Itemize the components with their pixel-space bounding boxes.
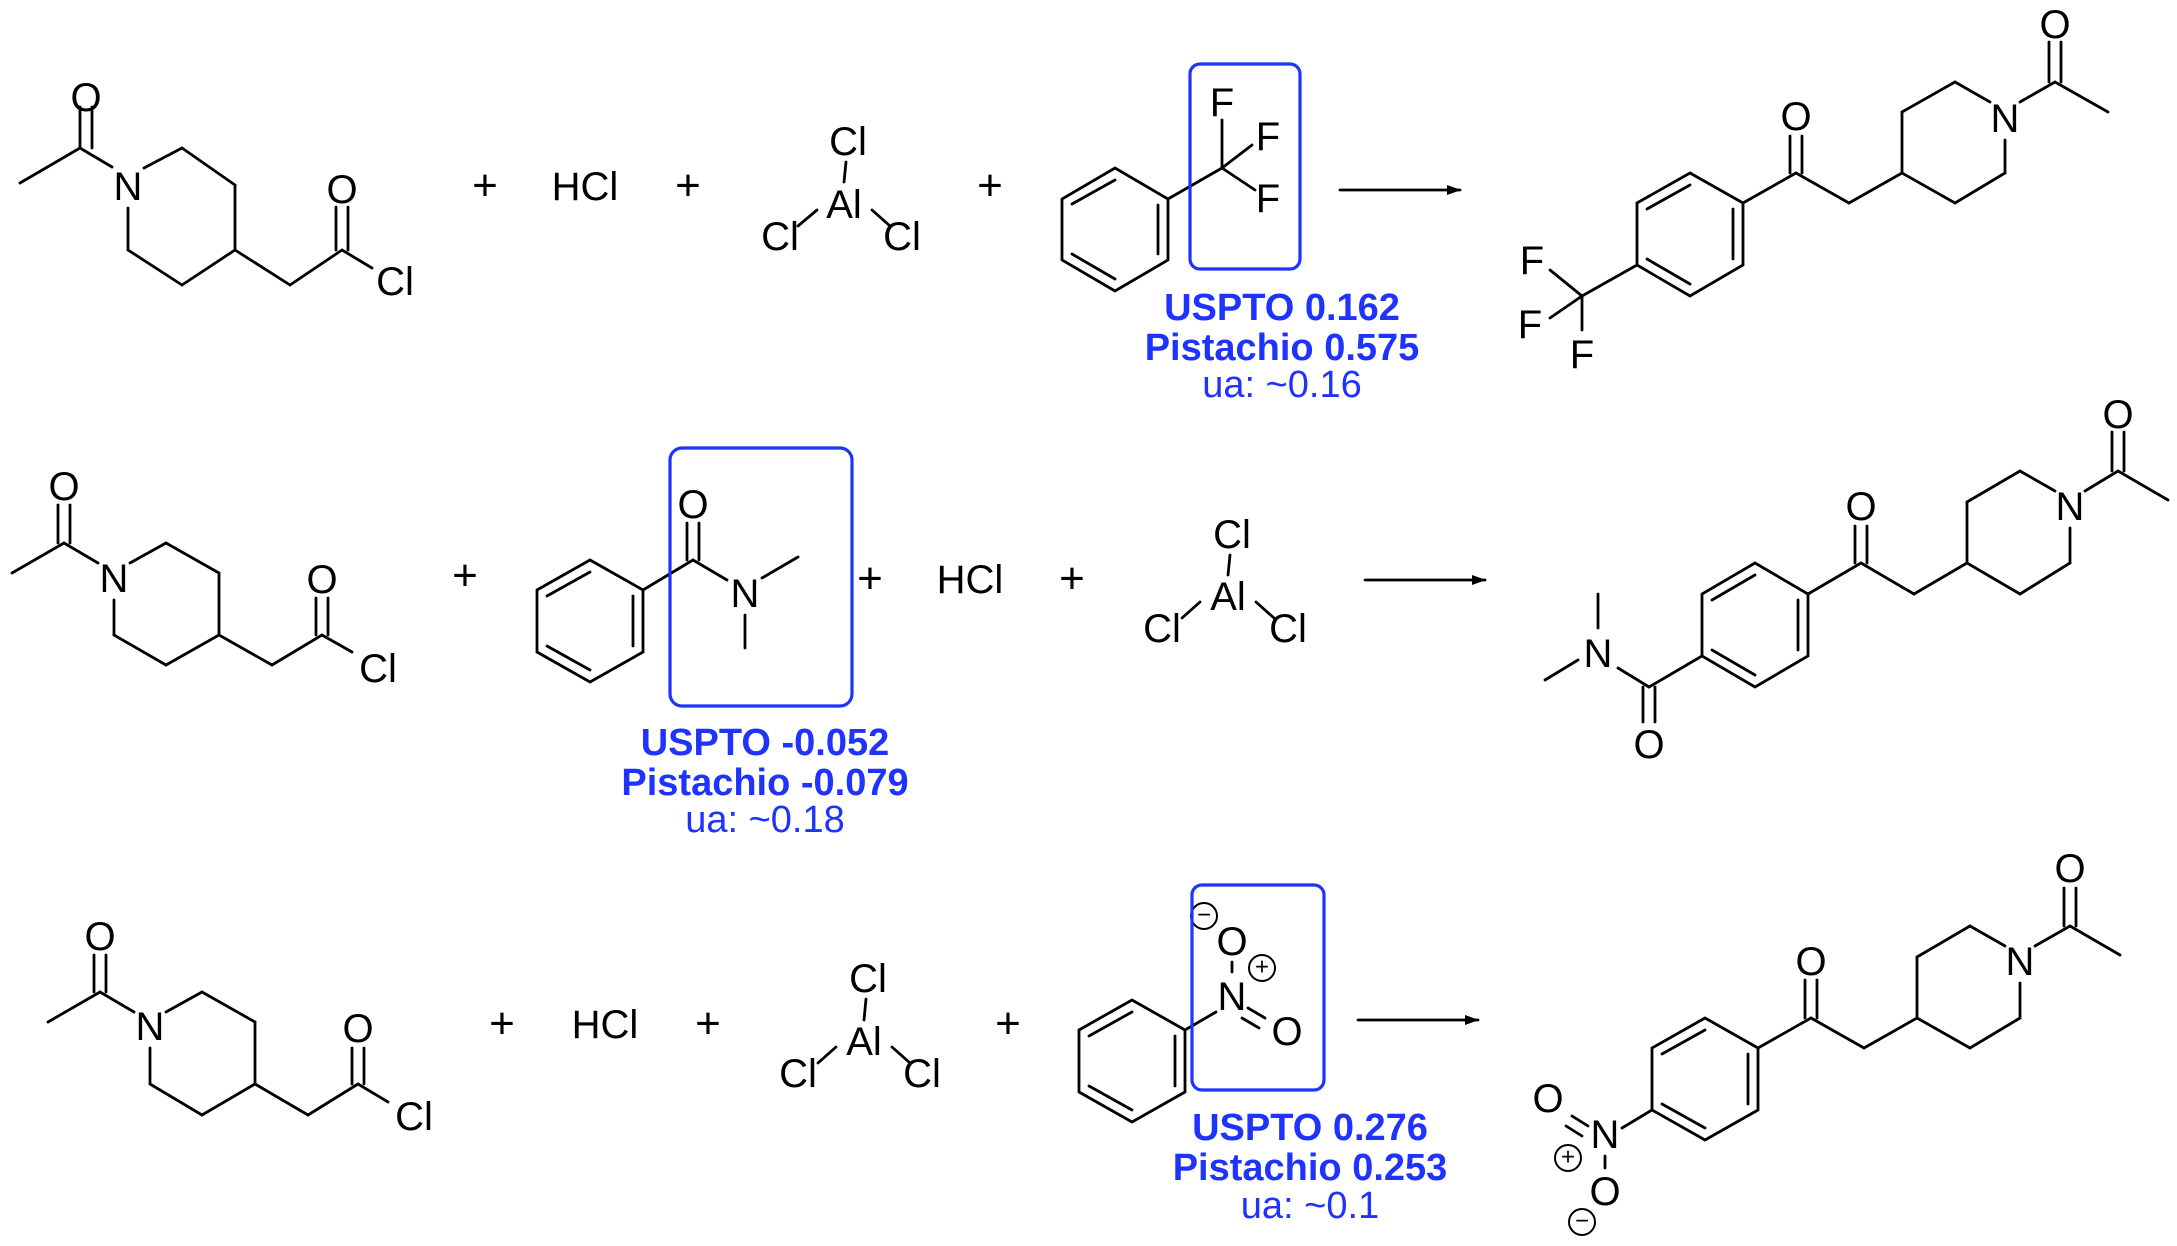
benzotrifluoride: F F F	[1060, 81, 1280, 293]
atom-n: N	[136, 1005, 165, 1049]
plus-sign: +	[1059, 554, 1085, 603]
atom-n: N	[100, 557, 129, 601]
atom-cl: Cl	[395, 1095, 433, 1139]
atom-o: O	[326, 168, 357, 212]
uspto-score: USPTO 0.276	[1192, 1107, 1428, 1149]
aluminum-chloride: Cl Al Cl Cl	[761, 120, 921, 259]
atom-cl: Cl	[903, 1052, 941, 1096]
charge-minus-icon: −	[1190, 902, 1218, 930]
uspto-score: USPTO 0.162	[1164, 287, 1400, 329]
acyl-chloride-reactant: O N O Cl	[18, 76, 414, 304]
atom-cl: Cl	[849, 957, 887, 1001]
charge-plus-icon: +	[1248, 954, 1276, 982]
atom-n: N	[2006, 940, 2035, 984]
plus-sign: +	[489, 999, 515, 1048]
nitrobenzene: N O O − +	[1077, 902, 1303, 1124]
atom-o: O	[1795, 940, 1826, 984]
reaction-row-2: O N O Cl + O	[10, 393, 2170, 841]
hcl: HCl	[937, 558, 1004, 602]
atom-f: F	[1210, 81, 1234, 125]
atom-cl: Cl	[1143, 607, 1181, 651]
plus-sign: +	[995, 999, 1021, 1048]
atom-f: F	[1520, 239, 1544, 283]
atom-o: O	[342, 1007, 373, 1051]
pistachio-score: Pistachio 0.253	[1173, 1147, 1448, 1189]
aluminum-chloride: Cl Al Cl Cl	[779, 957, 941, 1096]
atom-cl: Cl	[1213, 513, 1251, 557]
atom-o: O	[1845, 485, 1876, 529]
charge-plus-icon: +	[1554, 1144, 1582, 1172]
atom-o: O	[70, 76, 101, 120]
atom-o: O	[2102, 393, 2133, 437]
atom-o: O	[306, 558, 337, 602]
atom-al: Al	[846, 1020, 882, 1064]
atom-f: F	[1256, 177, 1280, 221]
acyl-chloride-reactant: O N O Cl	[10, 465, 397, 691]
atom-cl: Cl	[761, 215, 799, 259]
highlight-box	[668, 446, 854, 708]
plus-sign: +	[857, 554, 883, 603]
atom-o: O	[1271, 1010, 1302, 1054]
atom-o: O	[2054, 847, 2085, 891]
atom-o: O	[2039, 3, 2070, 47]
atom-n: N	[1218, 975, 1247, 1019]
svg-text:−: −	[1575, 1208, 1589, 1235]
atom-o: O	[1780, 95, 1811, 139]
svg-text:+: +	[1561, 1144, 1575, 1171]
atom-o: O	[677, 483, 708, 527]
atom-o: O	[1589, 1170, 1620, 1214]
atom-o: O	[1216, 920, 1247, 964]
atom-o: O	[1532, 1077, 1563, 1121]
product-trifluoromethyl-ketone: O N O F F F	[1518, 3, 2110, 377]
svg-text:+: +	[1255, 954, 1269, 981]
product-nitro-ketone: O N O N O O +	[1532, 847, 2122, 1236]
ua-score: ua: ~0.16	[1202, 364, 1362, 406]
atom-al: Al	[1210, 575, 1246, 619]
highlight-box	[1188, 62, 1302, 271]
atom-n: N	[114, 165, 143, 209]
atom-n: N	[1591, 1113, 1620, 1157]
atom-o: O	[48, 465, 79, 509]
atom-cl: Cl	[376, 260, 414, 304]
plus-sign: +	[675, 161, 701, 210]
atom-n: N	[2056, 485, 2085, 529]
atom-o: O	[84, 915, 115, 959]
aluminum-chloride: Cl Al Cl Cl	[1143, 513, 1307, 651]
highlight-box	[1190, 883, 1326, 1092]
atom-n: N	[1991, 97, 2020, 141]
ua-score: ua: ~0.1	[1241, 1185, 1379, 1227]
plus-sign: +	[695, 999, 721, 1048]
atom-cl: Cl	[359, 647, 397, 691]
atom-al: Al	[826, 183, 862, 227]
atom-n: N	[1584, 632, 1613, 676]
reaction-row-1: O N O Cl + HCl + Cl Al Cl	[18, 3, 2110, 406]
atom-cl: Cl	[883, 215, 921, 259]
atom-cl: Cl	[1269, 607, 1307, 651]
atom-f: F	[1256, 115, 1280, 159]
hcl: HCl	[572, 1003, 639, 1047]
uspto-score: USPTO -0.052	[641, 722, 890, 764]
atom-f: F	[1570, 333, 1594, 377]
reaction-row-3: O N O Cl + HCl + Cl Al Cl Cl	[46, 847, 2122, 1236]
pistachio-score: Pistachio -0.079	[621, 762, 908, 804]
atom-o: O	[1633, 723, 1664, 767]
plus-sign: +	[977, 161, 1003, 210]
dimethylbenzamide: O N	[535, 483, 800, 684]
plus-sign: +	[452, 551, 478, 600]
pistachio-score: Pistachio 0.575	[1145, 327, 1420, 369]
atom-n: N	[731, 572, 760, 616]
atom-cl: Cl	[779, 1052, 817, 1096]
acyl-chloride-reactant: O N O Cl	[46, 915, 433, 1139]
atom-cl: Cl	[829, 120, 867, 164]
ua-score: ua: ~0.18	[685, 799, 845, 841]
hcl: HCl	[552, 165, 619, 209]
atom-f: F	[1518, 303, 1542, 347]
charge-minus-icon: −	[1568, 1208, 1596, 1236]
plus-sign: +	[472, 161, 498, 210]
svg-text:−: −	[1197, 902, 1211, 929]
product-dimethylamide-ketone: O N O O N	[1543, 393, 2170, 767]
